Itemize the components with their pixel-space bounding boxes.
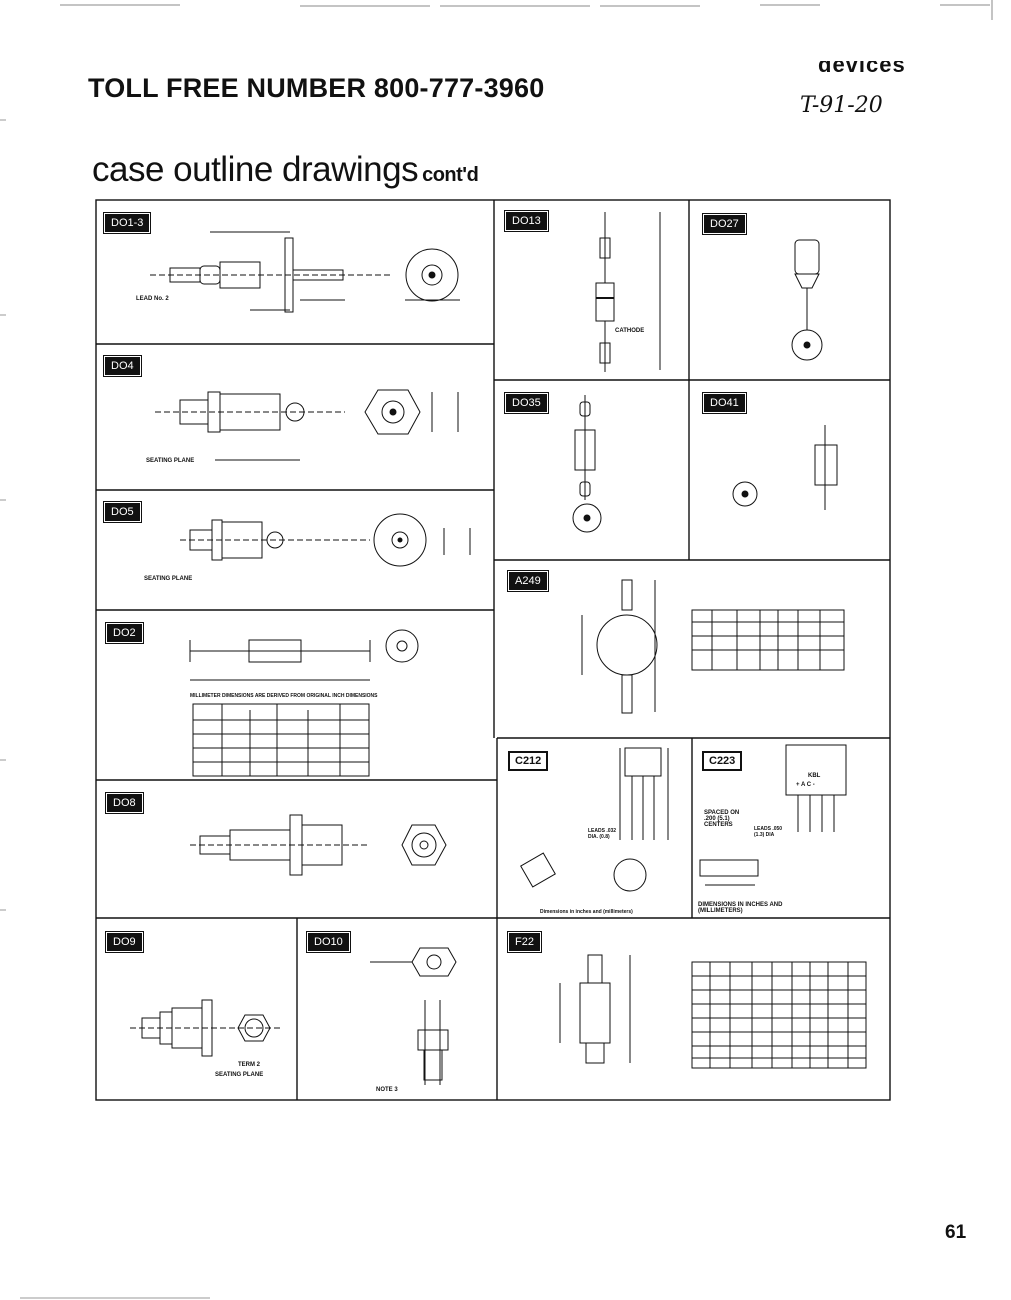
panel-label-c212: C212 <box>508 751 549 771</box>
do27-drawing <box>791 239 823 361</box>
scan-artifacts <box>60 0 993 20</box>
c223-leads-note: LEADS .050 (1.3) DIA <box>754 826 783 838</box>
do1-lead-note: LEAD No. 2 <box>136 296 169 302</box>
do2-caption: MILLIMETER DIMENSIONS ARE DERIVED FROM O… <box>190 693 378 699</box>
do9-drawing <box>130 999 280 1057</box>
panel-label-f22: F22 <box>507 931 542 953</box>
c223-pins-label: + A C - <box>796 782 815 788</box>
c223-caption: DIMENSIONS IN INCHES AND (MILLIMETERS) <box>698 902 783 914</box>
handwritten-code: T-91-20 <box>800 93 883 118</box>
do41-drawing <box>732 425 838 510</box>
do35-drawing <box>572 395 602 533</box>
do4-seating-note: SEATING PLANE <box>146 458 195 464</box>
panel-label-do9: DO9 <box>105 931 144 953</box>
do13-cathode-note: CATHODE <box>615 328 645 334</box>
panel-label-do8: DO8 <box>105 792 144 814</box>
do9-seating-note: SEATING PLANE <box>215 1072 264 1078</box>
do4-drawing <box>155 389 459 461</box>
panel-label-do35: DO35 <box>504 392 549 414</box>
panel-label-do1-3: DO1-3 <box>102 212 152 234</box>
do9-term-note: TERM 2 <box>238 1062 261 1068</box>
do2-drawing <box>189 629 419 777</box>
do13-drawing <box>595 212 661 372</box>
c223-drawing <box>699 744 847 886</box>
panel-label-do4: DO4 <box>103 355 142 377</box>
c212-caption: Dimensions in inches and (millimeters) <box>540 909 633 915</box>
page-number: 61 <box>945 1222 967 1243</box>
do5-drawing <box>180 513 471 567</box>
do10-note: NOTE 3 <box>376 1087 398 1093</box>
c212-leads-note: LEADS .032 DIA. (0.8) <box>588 828 617 840</box>
do1-3-drawing <box>150 231 460 313</box>
panel-label-c223: C223 <box>702 751 743 771</box>
panel-label-do2: DO2 <box>105 622 144 644</box>
toll-free-number: TOLL FREE NUMBER 800-777-3960 <box>88 73 545 103</box>
section-title-main: case outline drawings <box>92 150 419 189</box>
panel-label-do41: DO41 <box>702 392 747 414</box>
brand-fragment: devices <box>818 52 906 77</box>
do10-drawing <box>370 947 457 1085</box>
do8-drawing <box>190 814 447 876</box>
panel-label-do5: DO5 <box>103 501 142 523</box>
panel-label-do27: DO27 <box>702 213 747 235</box>
panel-label-do10: DO10 <box>306 931 351 953</box>
c223-kbl-label: KBL <box>808 773 821 779</box>
c212-drawing <box>520 747 669 892</box>
a249-drawing <box>581 579 845 714</box>
section-subtitle: cont'd <box>422 164 479 186</box>
panel-label-a249: A249 <box>507 570 549 592</box>
panel-label-do13: DO13 <box>504 210 549 232</box>
f22-drawing <box>559 954 867 1069</box>
do5-seating-note: SEATING PLANE <box>144 576 193 582</box>
c223-spaced-note: SPACED ON .200 (5.1) CENTERS <box>704 810 740 828</box>
